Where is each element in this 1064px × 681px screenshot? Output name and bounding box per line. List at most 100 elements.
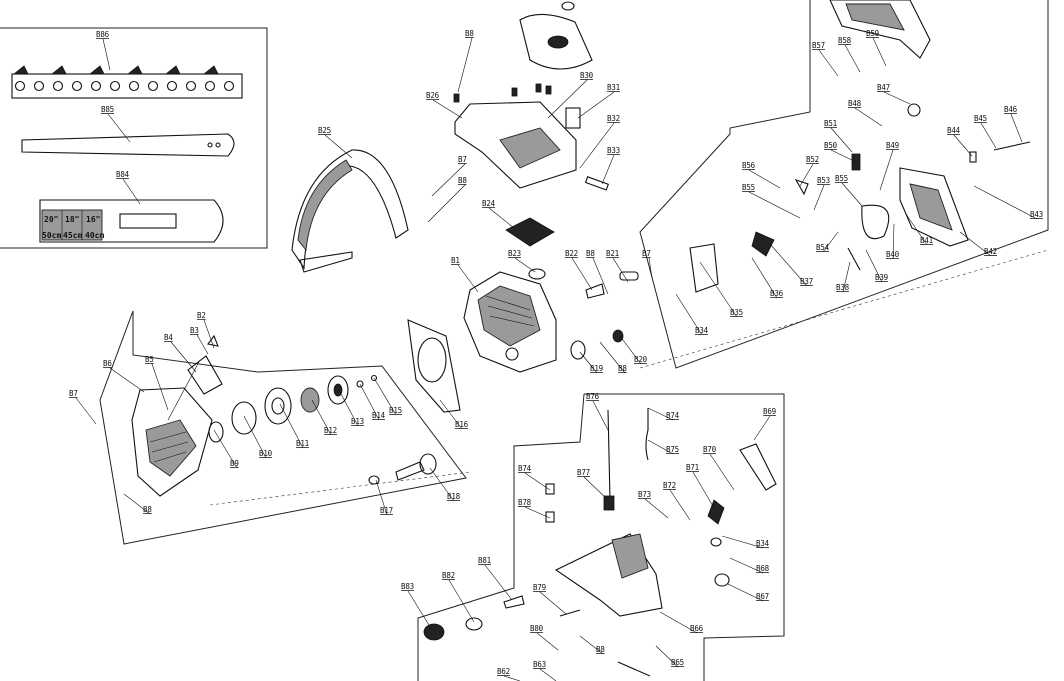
carb-parts-right (565, 107, 639, 299)
part-label-b50: B50 (824, 141, 838, 150)
leader-line (675, 293, 703, 336)
part-label-b26: B26 (426, 91, 440, 100)
leader-line (311, 399, 332, 436)
leader-line (751, 257, 778, 299)
leader-line (612, 257, 629, 283)
part-label-b65: B65 (671, 658, 684, 667)
part-label-b23: B23 (508, 249, 521, 258)
leader-line (151, 363, 169, 411)
leader-line (579, 351, 598, 374)
air-filter (505, 217, 555, 280)
part-label-b73: B73 (638, 490, 651, 499)
leader-line (973, 185, 1038, 220)
part-label-b34: B34 (756, 539, 770, 548)
leader-line (769, 243, 808, 287)
leader-line (830, 149, 857, 163)
part-label-b8: B8 (596, 645, 605, 654)
part-label-b48: B48 (848, 99, 862, 108)
rear-handle-body (554, 443, 777, 617)
bar-size-16in: 16" (86, 215, 100, 224)
leader-line (959, 231, 992, 257)
bar-size-45cm: 45cm (63, 231, 82, 240)
chain-brake-lever (689, 179, 809, 293)
part-label-b1: B1 (451, 256, 460, 265)
part-label-b55: B55 (742, 183, 755, 192)
leader-line (599, 341, 626, 374)
part-label-b43: B43 (1030, 210, 1043, 219)
leader-line (953, 134, 973, 157)
chain-link (33, 80, 45, 92)
part-label-b74: B74 (666, 411, 680, 420)
clutch-group-frame (639, 0, 1049, 369)
part-label-b59: B59 (866, 29, 879, 38)
part-label-b7: B7 (69, 389, 78, 398)
part-label-b44: B44 (947, 126, 961, 135)
air-filter-cover (519, 1, 593, 70)
part-label-b32: B32 (607, 114, 620, 123)
starter-rotor-parts (208, 374, 378, 443)
starter-housing (131, 387, 213, 497)
leader-line (892, 223, 895, 260)
part-label-b72: B72 (663, 481, 676, 490)
leader-line (439, 399, 463, 430)
oil-pump-parts (368, 453, 437, 485)
part-label-b39: B39 (875, 273, 888, 282)
chain-link (109, 80, 121, 92)
leader-line (655, 645, 679, 668)
part-label-b4: B4 (164, 333, 173, 342)
bar-size-18in: 18" (65, 215, 79, 224)
chain-link (166, 80, 178, 92)
part-label-b80: B80 (530, 624, 544, 633)
leader-line (830, 127, 853, 153)
part-label-b78: B78 (518, 498, 532, 507)
leader-line (213, 429, 238, 469)
part-label-b8: B8 (458, 176, 467, 185)
part-label-b5: B5 (145, 355, 154, 364)
leader-line (102, 38, 111, 71)
chain-link (128, 80, 140, 92)
part-label-b18: B18 (447, 492, 461, 501)
part-label-b14: B14 (372, 411, 386, 420)
part-label-b35: B35 (730, 308, 743, 317)
part-label-b13: B13 (351, 417, 364, 426)
flywheel-cover-plate (407, 319, 461, 413)
chain-link (14, 80, 26, 92)
chain-cutter-tooth (164, 65, 181, 75)
leader-line (721, 535, 764, 549)
leader-line (579, 122, 615, 169)
part-label-b81: B81 (478, 556, 491, 565)
rear-handle-top (829, 0, 931, 59)
part-label-b66: B66 (690, 624, 704, 633)
part-label-b77: B77 (577, 468, 590, 477)
part-label-b8: B8 (465, 29, 474, 38)
leader-line (813, 184, 825, 211)
chain-cutter-tooth (202, 65, 219, 75)
leader-line (431, 163, 466, 197)
leader-line (659, 611, 698, 634)
front-handle (291, 149, 409, 273)
leader-line (484, 564, 513, 601)
leader-line (170, 341, 197, 373)
leader-line (727, 583, 764, 602)
part-label-b86: B86 (96, 30, 110, 39)
part-label-b12: B12 (324, 426, 337, 435)
leader-line (375, 479, 388, 516)
part-label-b53: B53 (817, 176, 830, 185)
part-label-b30: B30 (580, 71, 594, 80)
leader-line (579, 635, 604, 655)
leader-line (536, 632, 559, 651)
part-label-b15: B15 (389, 406, 402, 415)
part-label-b16: B16 (455, 420, 469, 429)
part-label-b47: B47 (877, 83, 890, 92)
leader-line (729, 557, 764, 574)
part-label-b70: B70 (703, 445, 717, 454)
leader-line (488, 207, 515, 229)
part-label-b34: B34 (695, 326, 709, 335)
part-label-b84: B84 (116, 170, 130, 179)
leader-line (883, 91, 911, 105)
part-label-b52: B52 (806, 155, 819, 164)
leader-line (243, 415, 267, 459)
leader-line (841, 182, 863, 207)
chain-bar-inset-frame (0, 27, 268, 249)
bar-size-20in: 20" (44, 215, 58, 224)
